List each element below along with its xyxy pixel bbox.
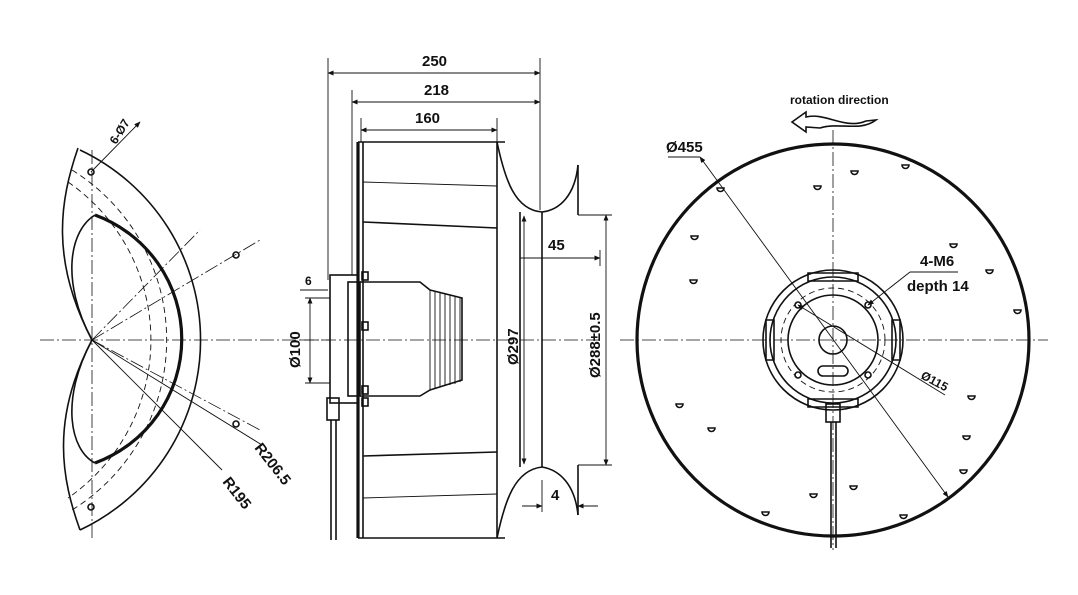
left-inlet-view: 6-Ø7 R206.5 R195 xyxy=(40,116,330,540)
dim-inlet-dia: Ø297 xyxy=(505,328,522,365)
radius-inner-label: R195 xyxy=(219,474,254,513)
hole-spec-label: 6-Ø7 xyxy=(107,116,133,146)
dim-width-218: 218 xyxy=(424,82,449,99)
dim-width-160: 160 xyxy=(415,110,440,127)
dim-overall-width: 250 xyxy=(422,53,447,70)
motor-bolt-circle-label: Ø115 xyxy=(919,368,951,394)
rotation-direction-label: rotation direction xyxy=(790,93,889,107)
thread-spec-label: 4-M6 xyxy=(920,253,954,270)
dim-shaft-offset: 6 xyxy=(305,274,312,288)
dim-impeller-dia: Ø455 xyxy=(666,139,703,156)
dim-inlet-depth: 45 xyxy=(548,237,565,254)
blade-clips xyxy=(675,164,1022,520)
rear-view: Ø455 4-M6 depth 14 Ø115 rotation directi… xyxy=(620,93,1048,550)
dim-flange-gap: 4 xyxy=(551,487,560,504)
radius-outer-label: R206.5 xyxy=(251,440,294,489)
dim-hub-dia: Ø100 xyxy=(287,331,304,368)
thread-depth-label: depth 14 xyxy=(907,278,969,295)
dim-mount-dia: Ø288±0.5 xyxy=(587,312,604,378)
side-view: 250 218 160 45 6 Ø100 Ø297 Ø288±0.5 xyxy=(287,53,612,540)
rotation-arrow-icon xyxy=(790,110,879,134)
